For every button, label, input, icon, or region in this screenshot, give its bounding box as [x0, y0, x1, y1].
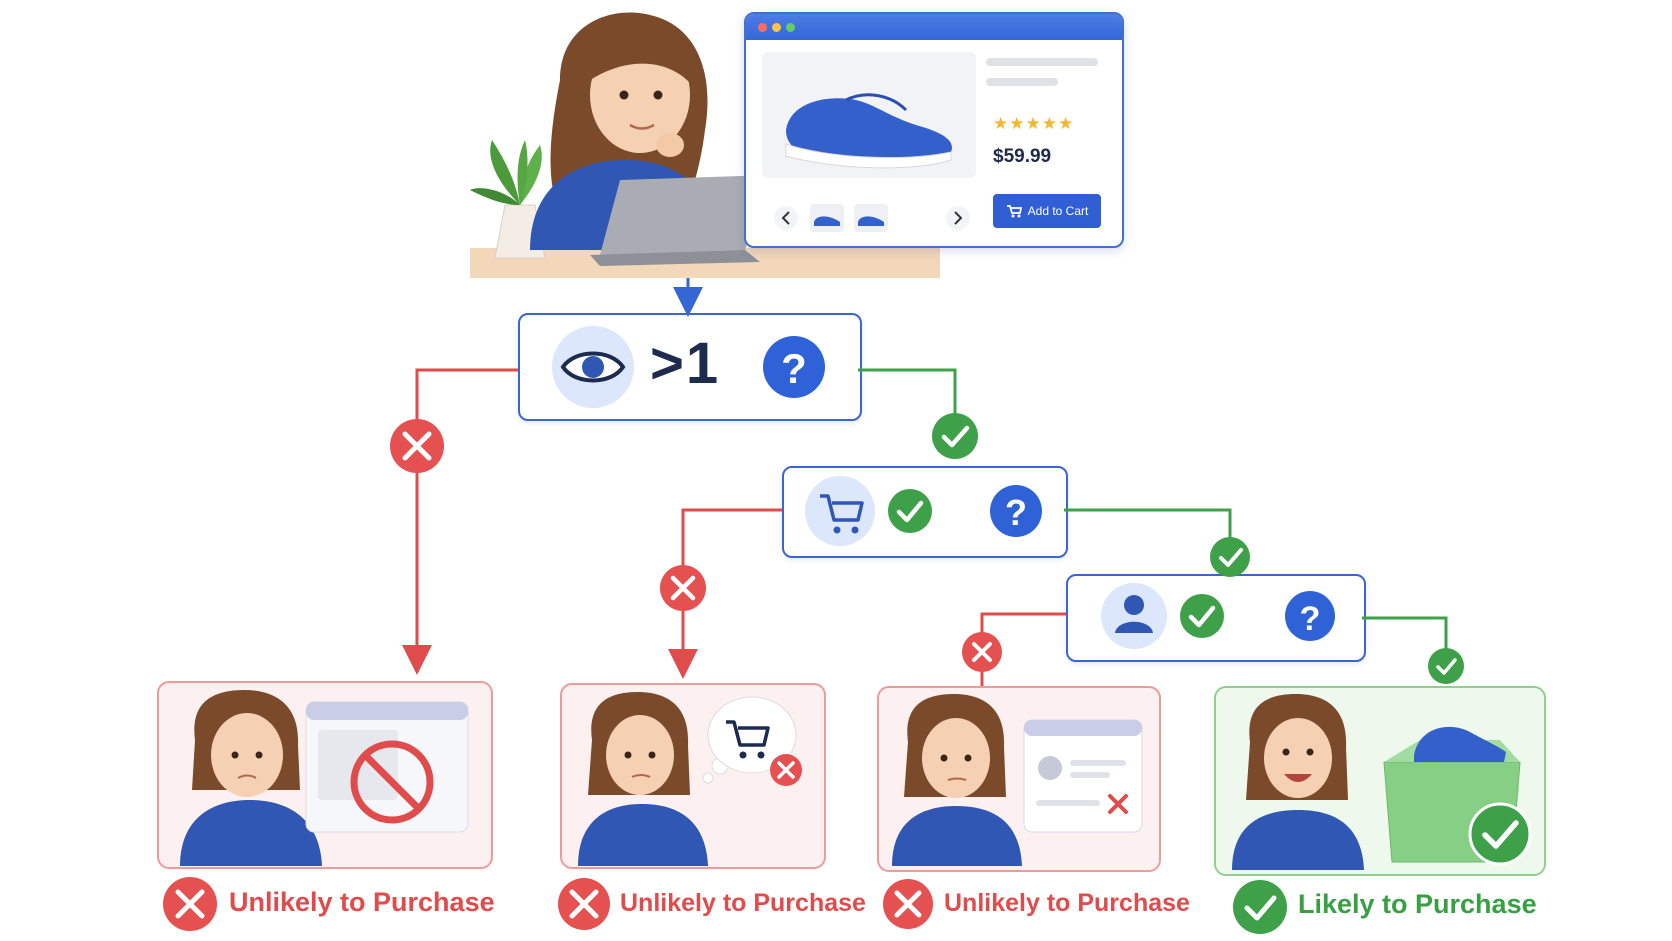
outcome-label-3: Unlikely to Purchase: [944, 889, 1190, 917]
add-to-cart-button[interactable]: Add to Cart: [993, 194, 1101, 228]
connector-no-views: [402, 368, 518, 675]
outcome-card-3: [877, 686, 1161, 872]
outcome-card-4: [1214, 686, 1546, 876]
x-icon: [163, 877, 217, 931]
check-icon: [932, 413, 978, 459]
x-icon: [660, 565, 706, 611]
product-page-window: ★★★★★ $59.99 Add to Cart: [744, 12, 1124, 248]
outcome-card-1: [157, 681, 493, 869]
plant-icon: [470, 140, 546, 259]
shoe-icon: [785, 93, 952, 169]
x-icon: [558, 878, 610, 930]
product-gallery: [762, 52, 1098, 232]
desk: [470, 248, 940, 278]
product-price: $59.99: [993, 146, 1052, 167]
decision-node-account: [1066, 574, 1366, 662]
connector-no-account: [980, 612, 1066, 686]
check-icon: [1428, 648, 1464, 684]
outcome-label-2: Unlikely to Purchase: [620, 889, 866, 917]
cart-icon: [1006, 205, 1022, 218]
connector-yes-cart: [1064, 508, 1232, 555]
x-icon: [883, 879, 933, 929]
x-icon: [962, 632, 1002, 672]
x-icon: [390, 419, 444, 473]
decision-node-cart: [782, 466, 1068, 558]
connector-yes-views: [858, 368, 957, 434]
rating-stars: ★★★★★: [993, 114, 1075, 133]
view-count-condition: >1: [650, 331, 721, 396]
outcome-label-1: Unlikely to Purchase: [229, 887, 495, 917]
outcome-card-2: [560, 683, 826, 869]
window-dot-green: [786, 23, 795, 32]
outcome-label-4: Likely to Purchase: [1298, 889, 1537, 919]
window-title-bar: [746, 14, 1122, 40]
window-dot-yellow: [772, 23, 781, 32]
connector-yes-account: [1362, 616, 1448, 665]
woman-thinking-figure: [530, 12, 770, 266]
add-to-cart-label: Add to Cart: [1027, 204, 1089, 218]
check-icon: [1233, 880, 1287, 934]
check-icon: [1210, 537, 1250, 577]
window-dot-red: [758, 23, 767, 32]
connector-no-cart: [668, 508, 782, 679]
